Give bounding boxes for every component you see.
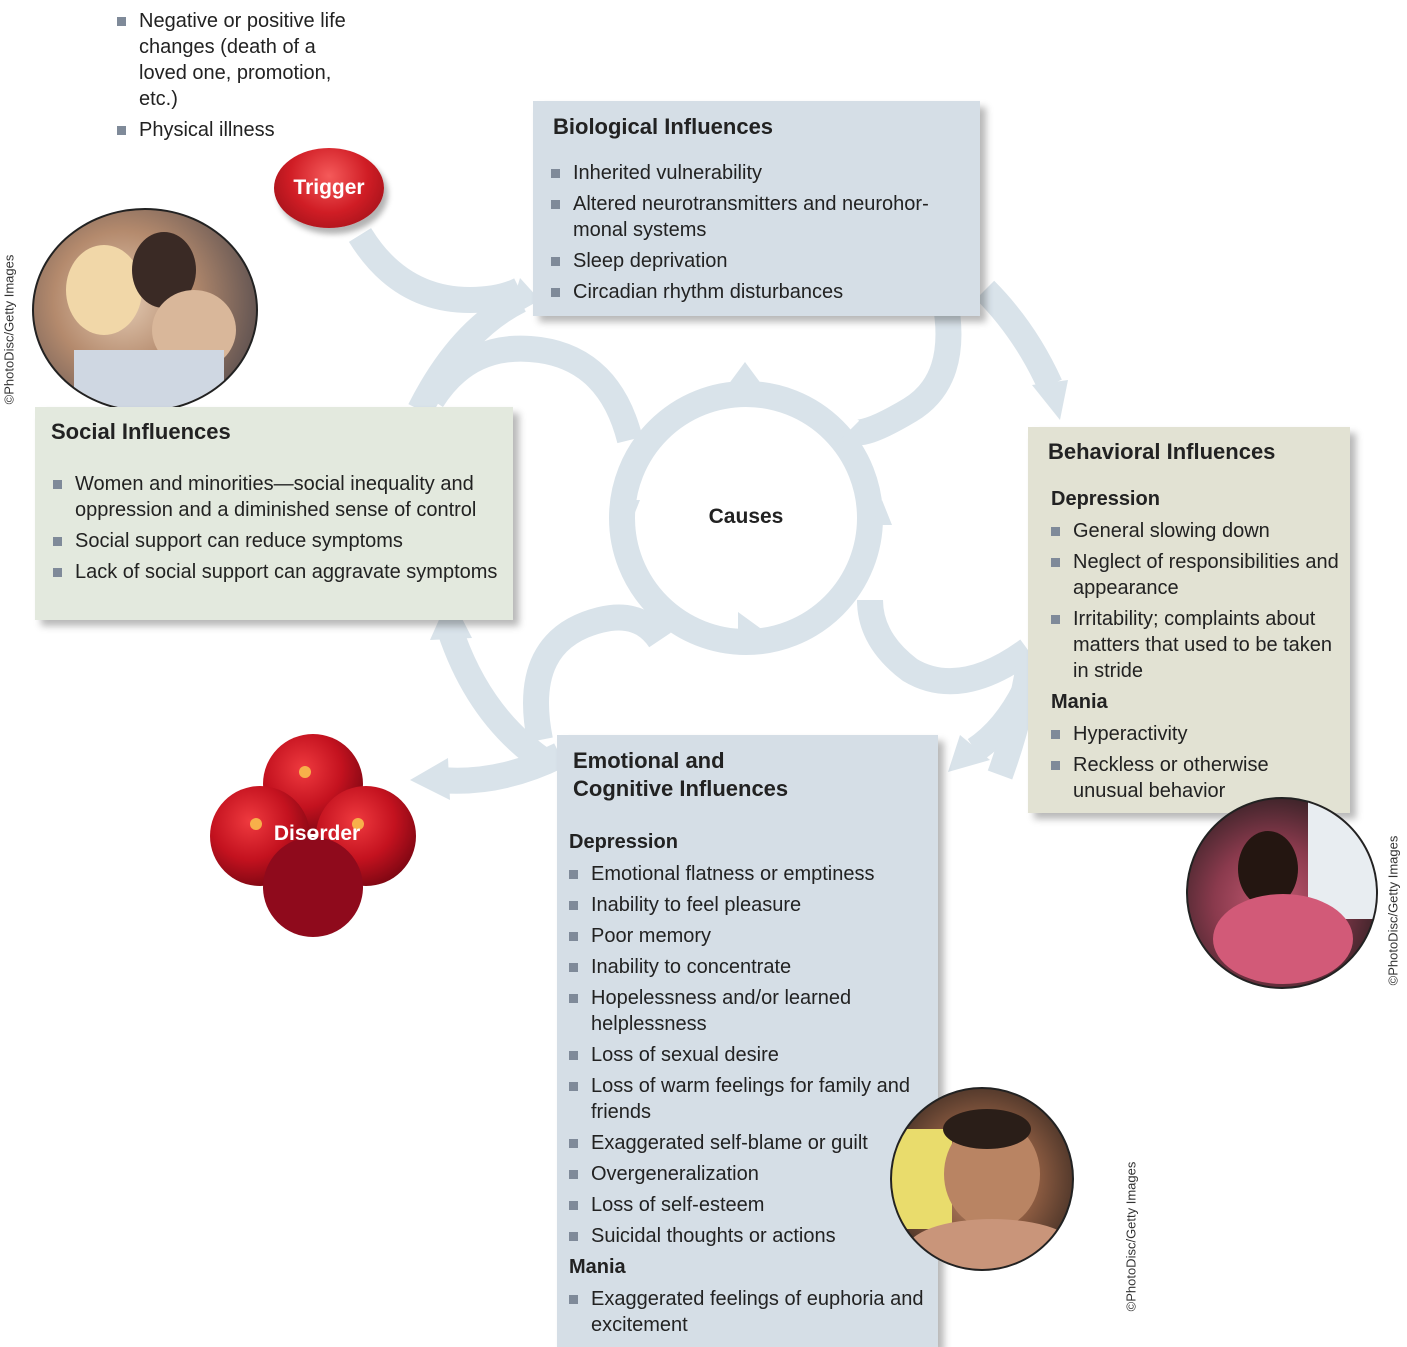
emotional-depression-item: Loss of sexual desire (569, 1042, 929, 1068)
arrow-to-disorder (438, 743, 566, 794)
disorder-label: Disorder (273, 822, 361, 845)
photo-credit: ©PhotoDisc/Getty Images (1385, 835, 1401, 986)
social-influences-box: Social Influences Women and minorities—s… (35, 407, 513, 620)
behavioral-depression-item: Irritability; complaints about matters t… (1051, 606, 1341, 684)
emotional-mania-item: Exaggerated feelings of euphoria and exc… (569, 1286, 929, 1338)
tired-man-icon (892, 1109, 1072, 1269)
biological-item: Sleep deprivation (551, 248, 951, 274)
trigger-item: Negative or positive life changes (death… (117, 8, 347, 112)
sad-woman-icon (1213, 799, 1376, 984)
trigger-list: Negative or positive life changes (death… (117, 8, 347, 148)
emotional-depression-heading: Depression (569, 831, 678, 853)
behavioral-mania-item: Reckless or otherwise unusual behavior (1051, 752, 1341, 804)
behavioral-depression-heading: Depression (1051, 488, 1160, 510)
arrowhead-ring-top (728, 362, 762, 385)
photo-credit: ©PhotoDisc/Getty Images (1123, 1161, 1139, 1312)
photo-credit: ©PhotoDisc/Getty Images (1, 254, 17, 405)
emotional-depression-item: Loss of warm feelings for family and fri… (569, 1073, 929, 1125)
emotional-cognitive-influences-box: Emotional and Cognitive Influences Depre… (557, 735, 938, 1347)
emotional-depression-item: Inability to concentrate (569, 954, 929, 980)
trigger-item: Physical illness (117, 117, 347, 143)
loop-emot (523, 604, 671, 743)
emotional-depression-item: Poor memory (569, 923, 929, 949)
biological-influences-box: Biological Influences Inherited vulnerab… (533, 101, 980, 316)
arrowhead-ring-right (872, 500, 892, 525)
emotional-depression-item: Exaggerated self-blame or guilt (569, 1130, 929, 1156)
social-item: Lack of social support can aggravate sym… (53, 559, 503, 585)
arrowhead-behav (1032, 380, 1068, 420)
social-photo (32, 208, 258, 412)
emotional-title-line2: Cognitive Influences (573, 776, 789, 801)
emotional-depression-item: Emotional flatness or emptiness (569, 861, 929, 887)
loop-social (421, 335, 643, 444)
behavioral-depression-item: Neglect of responsibilities and appearan… (1051, 549, 1341, 601)
social-item: Social support can reduce symptoms (53, 528, 503, 554)
social-item: Women and minorities—social inequality a… (53, 471, 503, 523)
emotional-photo (890, 1087, 1074, 1271)
arrowhead-emot (948, 735, 990, 772)
emotional-depression-item: Inability to feel pleasure (569, 892, 929, 918)
arrow-trigger (348, 227, 526, 314)
behavioral-photo (1186, 797, 1378, 989)
trigger-node: Trigger (274, 148, 384, 228)
emotional-title-line1: Emotional and (573, 748, 725, 773)
emotional-depression-item: Loss of self-esteem (569, 1192, 929, 1218)
biological-item: Circadian rhythm disturbances (551, 279, 951, 305)
arrowhead-disorder (410, 758, 450, 800)
arrowhead-bio (508, 278, 540, 318)
arrow-bio-to-behav (975, 280, 1062, 391)
emotional-depression-item: Suicidal thoughts or actions (569, 1223, 929, 1249)
emotional-depression-item: Hopelessness and/or learned helplessness (569, 985, 929, 1037)
behavioral-depression-item: General slowing down (1051, 518, 1341, 544)
behavioral-influences-box: Behavioral Influences Depression General… (1028, 427, 1350, 813)
disorder-node (210, 734, 416, 937)
loop-behav (857, 599, 1036, 695)
biological-title: Biological Influences (553, 114, 774, 139)
emotional-mania-heading: Mania (569, 1256, 626, 1278)
behavioral-mania-heading: Mania (1051, 691, 1108, 713)
arrow-behav-side (987, 657, 1043, 780)
loop-bio (840, 297, 962, 446)
arrowhead-ring-left (620, 500, 640, 525)
causes-label: Causes (708, 505, 784, 528)
trigger-label: Trigger (293, 176, 365, 199)
biological-item: Altered neurotransmitters and neurohor-m… (551, 191, 951, 243)
people-group-icon (66, 232, 236, 410)
emotional-depression-item: Overgeneralization (569, 1161, 929, 1187)
behavioral-mania-item: Hyperactivity (1051, 721, 1341, 747)
emotional-title: Emotional and Cognitive Influences (573, 747, 788, 803)
social-title: Social Influences (51, 419, 231, 444)
arrowhead-ring-bottom (738, 612, 760, 645)
biological-item: Inherited vulnerability (551, 160, 951, 186)
behavioral-title: Behavioral Influences (1048, 439, 1276, 464)
causes-ring (609, 381, 883, 655)
